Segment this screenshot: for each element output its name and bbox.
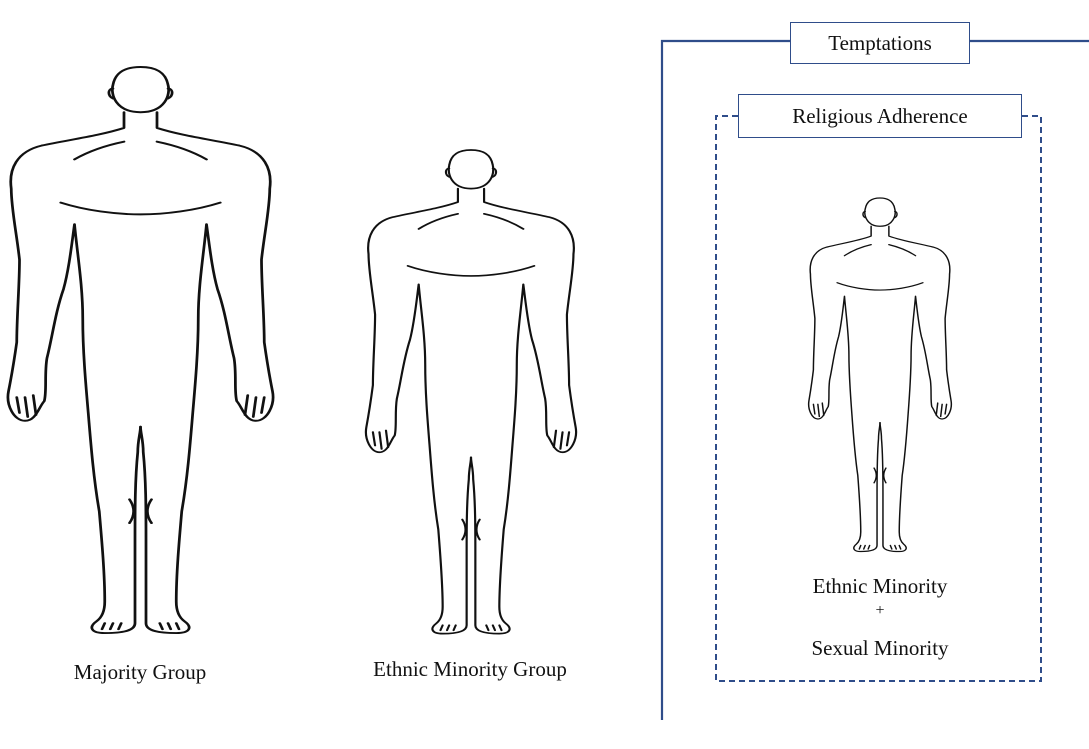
temptations-label: Temptations <box>790 22 970 64</box>
ethnic-minority-caption-line1: Ethnic Minority <box>780 572 980 600</box>
sexual-minority-caption: Sexual Minority <box>780 634 980 662</box>
majority-group-caption: Majority Group <box>40 658 240 686</box>
ethnic-minority-caption: Ethnic Minority Group <box>340 655 600 683</box>
majority-group-figure <box>3 67 278 637</box>
ethnic-minority-figure <box>362 150 580 637</box>
plus-sign: + <box>780 601 980 621</box>
religious-adherence-label: Religious Adherence <box>738 94 1022 138</box>
dual-minority-figure <box>806 198 954 554</box>
